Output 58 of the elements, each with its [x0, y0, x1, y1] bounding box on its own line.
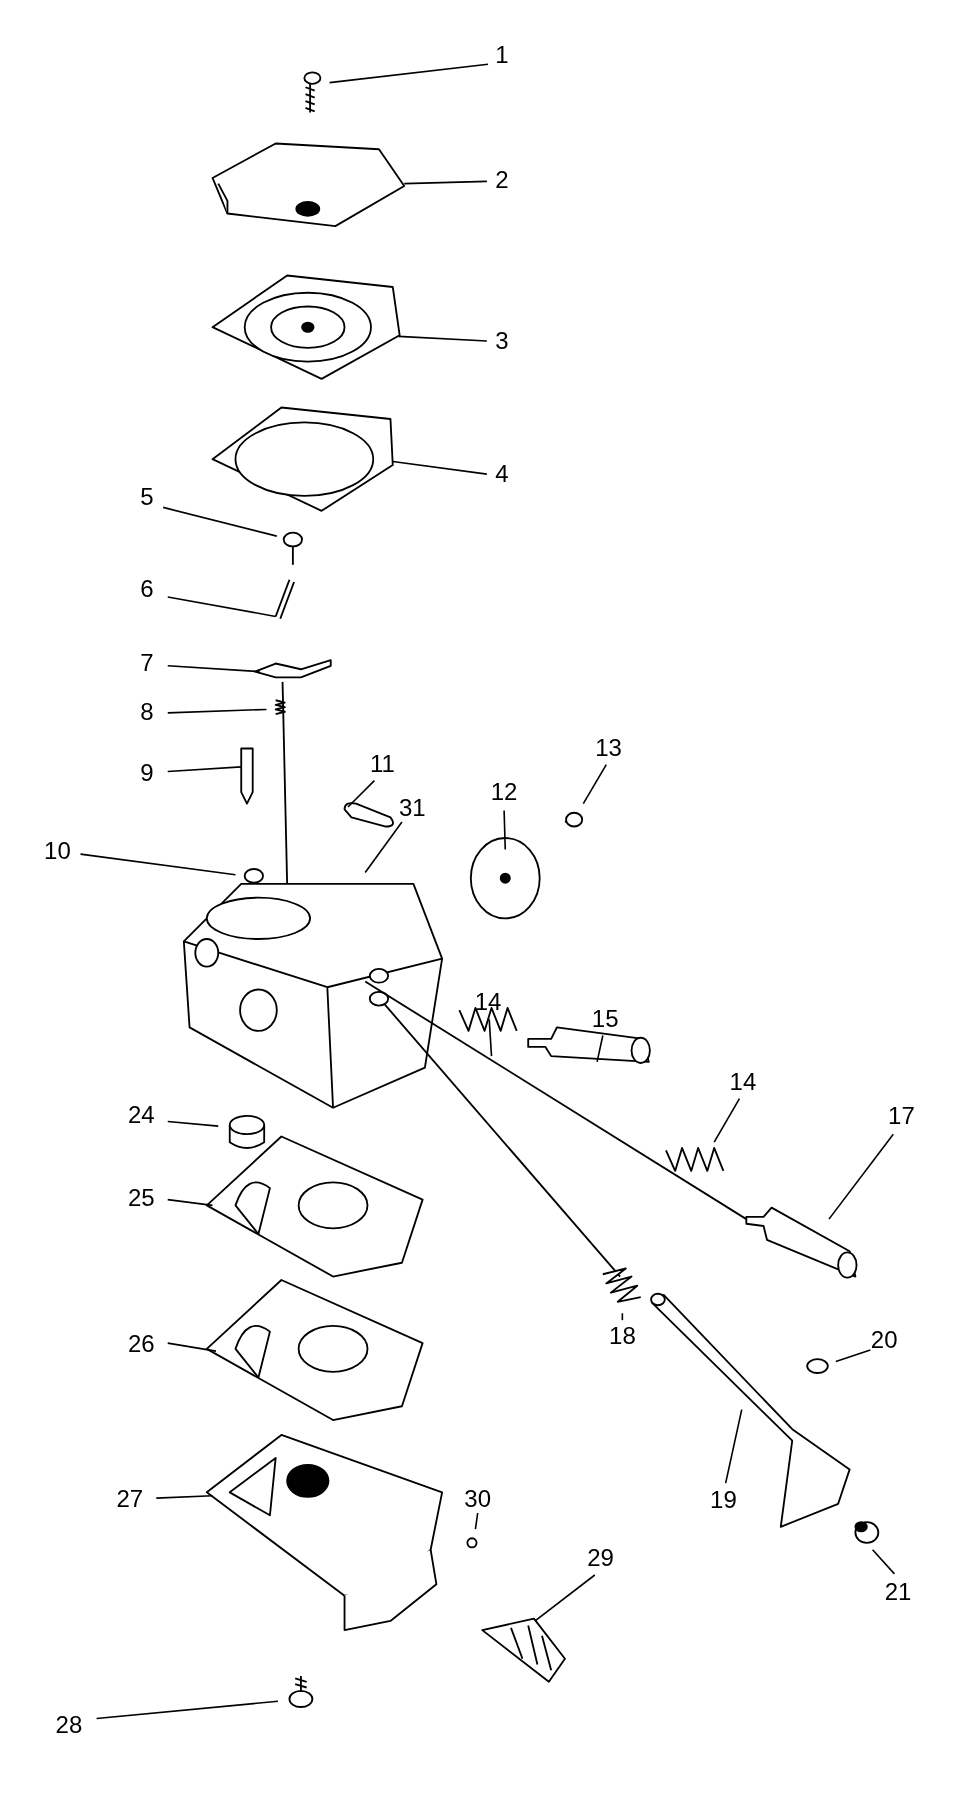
- leader-line: [166, 1120, 220, 1127]
- callout-number: 24: [125, 1102, 157, 1128]
- leader-line: [835, 1349, 872, 1363]
- callout-number: 5: [138, 484, 156, 511]
- leader-line: [166, 708, 268, 714]
- leader-line: [328, 63, 489, 84]
- callout-number: 18: [607, 1322, 638, 1349]
- callout-number: 17: [886, 1103, 917, 1130]
- leader-line: [397, 335, 488, 342]
- leader-line: [347, 779, 376, 808]
- leader-line: [503, 809, 507, 851]
- callout-number: 8: [138, 698, 156, 725]
- leader-line: [95, 1700, 279, 1720]
- callout-number: 4: [493, 461, 511, 488]
- leader-line: [582, 763, 608, 805]
- leader-line: [488, 1018, 493, 1057]
- leader-line: [79, 853, 237, 876]
- leader-line: [621, 1312, 624, 1321]
- leader-line: [166, 665, 261, 673]
- callout-number: 2: [493, 167, 511, 194]
- callout-number: 11: [367, 750, 397, 777]
- callout-number: 3: [493, 328, 511, 355]
- callout-number: 29: [585, 1545, 616, 1572]
- callout-number: 12: [488, 779, 520, 806]
- leader-line: [828, 1133, 895, 1220]
- callout-number: 21: [882, 1578, 914, 1605]
- leader-line: [166, 766, 243, 773]
- leader-line: [391, 460, 488, 475]
- callout-number: 1: [493, 42, 511, 69]
- callout-number: 7: [138, 649, 156, 676]
- leader-line: [166, 596, 277, 618]
- leader-line: [364, 821, 403, 874]
- leader-line: [162, 506, 278, 537]
- leader-line: [724, 1408, 743, 1484]
- leader-line: [871, 1548, 896, 1575]
- callout-number: 28: [53, 1711, 85, 1738]
- callout-number: 14: [472, 989, 504, 1016]
- leader-line: [713, 1097, 741, 1144]
- callout-number: 31: [396, 795, 428, 822]
- callout-number: 14: [727, 1068, 759, 1095]
- leader-line: [166, 1342, 217, 1352]
- callout-number: 26: [125, 1330, 157, 1357]
- leader-line: [534, 1574, 596, 1622]
- callout-number: 15: [589, 1005, 621, 1032]
- leader-line: [474, 1512, 479, 1530]
- callout-number: 9: [138, 759, 156, 786]
- callout-number: 6: [138, 576, 156, 603]
- leader-line: [596, 1034, 604, 1063]
- callout-number: 20: [868, 1327, 900, 1354]
- callout-number: 25: [125, 1184, 157, 1211]
- leader-line: [166, 1198, 214, 1207]
- callout-number: 10: [42, 837, 73, 864]
- callout-number: 19: [708, 1486, 739, 1513]
- callout-number: 30: [462, 1485, 494, 1512]
- leader-line: [403, 180, 488, 185]
- callout-number: 27: [114, 1485, 146, 1512]
- leader-line: [155, 1495, 214, 1499]
- callout-number: 13: [593, 734, 624, 761]
